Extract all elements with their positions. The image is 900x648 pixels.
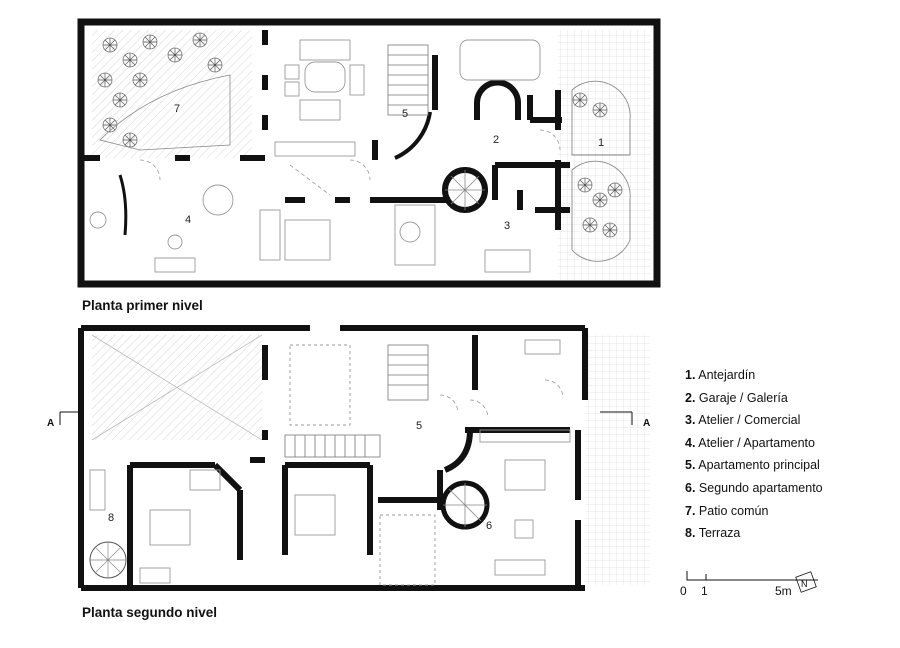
front-void-paving: [585, 335, 650, 585]
room-label-5: 5: [402, 108, 408, 120]
legend-number: 3.: [685, 413, 696, 428]
sofa: [299, 39, 351, 61]
sofa-second: [524, 339, 561, 355]
legend-label: Antejardín: [698, 368, 756, 382]
desk-atelier: [484, 249, 531, 273]
first-level-plan: 7 5 2 1 4 3: [77, 18, 661, 288]
legend-label: Garaje / Galería: [698, 390, 788, 405]
legend-label: Atelier / Apartamento: [698, 435, 815, 450]
stairs-first: [387, 44, 429, 116]
legend-label: Terraza: [698, 526, 741, 541]
car: [459, 39, 541, 81]
legend-number: 5.: [685, 458, 696, 473]
coffee-table: [304, 61, 346, 93]
sofa-apartment-6: [494, 559, 546, 576]
bench: [154, 257, 196, 273]
legend-item: 6. Segundo apartamento: [685, 477, 823, 500]
legend-item: 5. Apartamento principal: [685, 454, 823, 477]
door-swings: [139, 129, 561, 196]
legend-number: 7.: [685, 503, 696, 518]
front-garden-curve-top: [571, 80, 631, 156]
front-garden-curve-bottom: [571, 160, 631, 262]
legend-item: 2. Garaje / Galería: [685, 387, 823, 410]
round-table: [202, 184, 234, 216]
void-courtyard: [379, 514, 436, 586]
room-label-2: 2: [493, 134, 499, 146]
room-label-8: 8: [108, 512, 114, 524]
section-label-right: A: [643, 418, 650, 429]
scale-tick-1: 1: [701, 584, 708, 598]
north-letter: N: [801, 579, 808, 589]
legend: 1. Antejardín 2. Garaje / Galería 3. Ate…: [685, 364, 823, 545]
section-marker-right: A: [600, 411, 650, 429]
first-level-exterior-wall: [77, 18, 661, 288]
legend-item: 4. Atelier / Apartamento: [685, 432, 823, 455]
first-level-furniture: [89, 39, 541, 273]
scale-bar: 0 1 5m: [680, 571, 818, 598]
dining-table: [299, 99, 341, 121]
bed-terrace-room: [149, 509, 191, 546]
north-arrow-icon: N: [795, 571, 817, 593]
legend-item: 3. Atelier / Comercial: [685, 409, 823, 432]
legend-number: 6.: [685, 480, 696, 495]
stairs-second: [284, 344, 429, 458]
legend-item: 8. Terraza: [685, 522, 823, 545]
room-label-3: 3: [504, 220, 510, 232]
legend-item: 1. Antejardín: [685, 364, 823, 387]
washbasin: [89, 211, 107, 229]
legend-number: 8.: [685, 526, 696, 541]
planter-terrace: [89, 469, 106, 511]
legend-label: Atelier / Comercial: [698, 413, 801, 428]
void-above-living: [289, 344, 351, 426]
room-label-4: 4: [185, 214, 191, 226]
room-label-6: 6: [486, 520, 492, 532]
room-label-7: 7: [174, 103, 180, 115]
door-swings-second: [439, 379, 564, 419]
section-marker-left: A: [47, 411, 81, 429]
first-level-interior-walls: [81, 30, 570, 230]
second-level-title: Planta segundo nivel: [82, 605, 218, 620]
room-label-5-second: 5: [416, 420, 422, 432]
legend-number: 4.: [685, 435, 696, 450]
curved-wall-garage: [474, 79, 521, 120]
dining-table-second: [504, 459, 546, 491]
curved-partition: [118, 174, 128, 236]
first-level-title: Planta primer nivel: [82, 298, 203, 313]
scale-tick-5m: 5m: [775, 584, 792, 598]
bed-second: [294, 494, 336, 536]
curved-wall-second: [443, 429, 473, 473]
legend-label: Patio común: [698, 503, 769, 518]
kitchen-counter: [274, 141, 356, 157]
second-level-furniture: [89, 339, 571, 586]
courtyard-planter: [394, 204, 436, 266]
patio-paving: [92, 30, 252, 158]
legend-number: 1.: [685, 368, 696, 382]
legend-label: Segundo apartamento: [698, 480, 823, 495]
legend-item: 7. Patio común: [685, 500, 823, 523]
legend-label: Apartamento principal: [698, 458, 820, 473]
bed-first: [284, 219, 331, 261]
second-level-interior-walls: [127, 335, 570, 588]
legend-number: 2.: [685, 390, 696, 405]
patio-curve: [99, 74, 231, 151]
curved-wall-stair: [394, 111, 432, 160]
second-level-plan: A A 5 8 6: [47, 325, 650, 591]
section-label-left: A: [47, 418, 54, 429]
room-label-1: 1: [598, 137, 604, 149]
scale-tick-0: 0: [680, 584, 687, 598]
spiral-stair-treads: [445, 170, 485, 210]
second-level-exterior-walls: [78, 325, 588, 591]
